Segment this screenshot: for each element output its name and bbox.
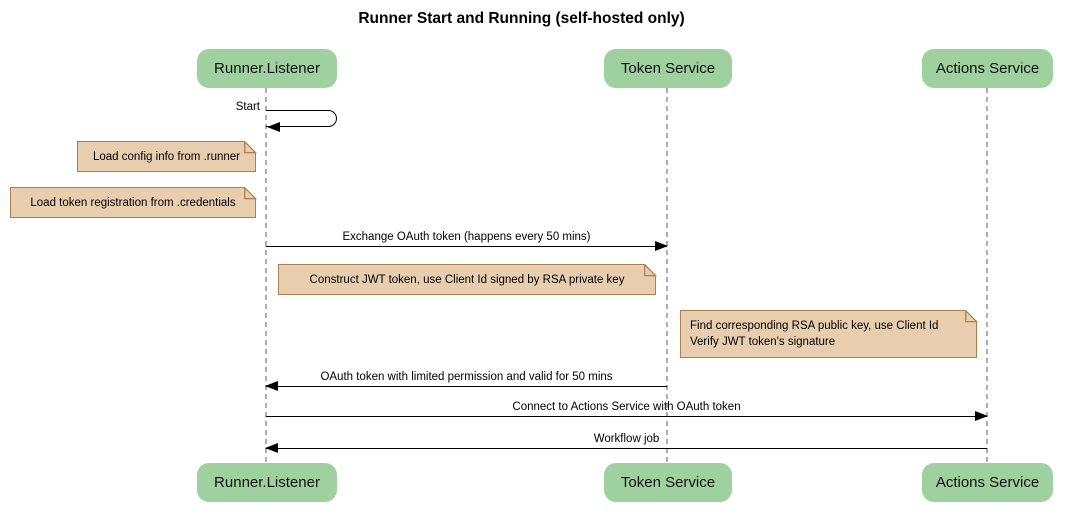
- lifeline-runner-listener: [265, 88, 267, 463]
- note-load-config: Load config info from .runner: [77, 140, 257, 172]
- message-oauth-return: OAuth token with limited permission and …: [265, 370, 667, 392]
- note-fold-icon: [643, 263, 657, 277]
- note-load-credentials: Load token registration from .credential…: [10, 186, 257, 218]
- note-text-line1: Find corresponding RSA public key, use C…: [690, 319, 939, 332]
- note-text: Load token registration from .credential…: [30, 196, 236, 209]
- participant-actions-service-bottom: Actions Service: [922, 463, 1053, 502]
- note-text: Load config info from .runner: [92, 150, 241, 163]
- message-label: Connect to Actions Service with OAuth to…: [512, 401, 741, 413]
- lifeline-actions-service: [986, 88, 988, 463]
- note-verify-jwt: Find corresponding RSA public key, use C…: [680, 309, 978, 358]
- arrow-line: [266, 241, 668, 252]
- message-connect-actions: Connect to Actions Service with OAuth to…: [266, 400, 988, 422]
- note-fold-icon: [243, 140, 257, 154]
- participant-runner-listener-top: Runner.Listener: [197, 49, 337, 88]
- message-label: Workflow job: [593, 433, 660, 445]
- note-construct-jwt: Construct JWT token, use Client Id signe…: [278, 263, 657, 295]
- note-text: Construct JWT token, use Client Id signe…: [309, 273, 625, 286]
- participant-token-service-bottom: Token Service: [604, 463, 732, 502]
- note-fold-icon: [964, 309, 978, 323]
- arrow-line: [266, 411, 988, 422]
- arrowhead-icon: [267, 122, 280, 132]
- note-text-line2: Verify JWT token's signature: [690, 336, 836, 348]
- participant-label: Actions Service: [935, 60, 1040, 77]
- message-workflow-job: Workflow job: [265, 432, 987, 454]
- participant-label: Token Service: [620, 474, 716, 491]
- message-start-label: Start: [235, 101, 260, 113]
- participant-label: Actions Service: [935, 474, 1040, 491]
- lifeline-token-service: [666, 88, 668, 463]
- note-fold-icon: [243, 186, 257, 200]
- participant-label: Token Service: [620, 60, 716, 77]
- participant-token-service-top: Token Service: [604, 49, 732, 88]
- arrow-line: [265, 381, 667, 392]
- arrow-line: [265, 443, 987, 454]
- participant-runner-listener-bottom: Runner.Listener: [197, 463, 337, 502]
- participant-actions-service-top: Actions Service: [922, 49, 1053, 88]
- participant-label: Runner.Listener: [214, 60, 320, 77]
- participant-label: Runner.Listener: [214, 474, 320, 491]
- diagram-title: Runner Start and Running (self-hosted on…: [358, 10, 685, 27]
- message-label: OAuth token with limited permission and …: [320, 371, 613, 383]
- message-label: Exchange OAuth token (happens every 50 m…: [342, 231, 591, 243]
- message-exchange-oauth: Exchange OAuth token (happens every 50 m…: [266, 230, 668, 252]
- message-start-self-loop: [266, 110, 337, 127]
